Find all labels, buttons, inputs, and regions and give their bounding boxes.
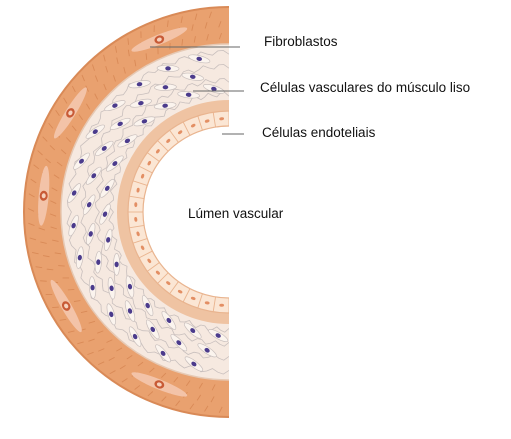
endothelial-nucleus-icon	[134, 202, 137, 207]
endothelial-nucleus-icon	[219, 304, 224, 307]
endothelial-cells-label: Células endoteliais	[262, 125, 375, 141]
adventitia-fiber	[58, 266, 64, 267]
smooth-muscle-nucleus-icon	[115, 262, 119, 268]
smooth-muscle-label: Células vasculares do músculo liso	[260, 80, 470, 96]
endothelial-nucleus-icon	[234, 117, 239, 120]
lumen-label: Lúmen vascular	[188, 206, 283, 222]
fibroblasts-label: Fibroblastos	[264, 34, 338, 50]
